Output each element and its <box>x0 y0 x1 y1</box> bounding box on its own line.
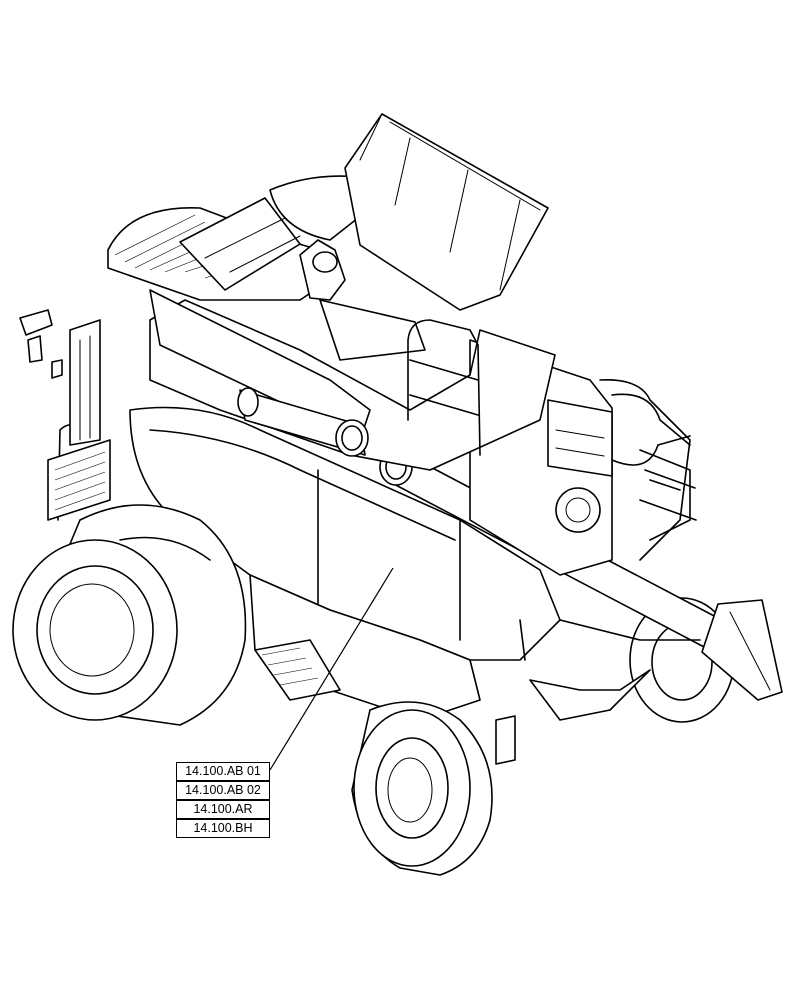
callout-reference-4[interactable]: 14.100.BH <box>176 819 270 838</box>
grain-tank <box>107 113 556 471</box>
railings <box>19 309 697 521</box>
callout-leader-line <box>269 567 394 771</box>
callout-reference-2[interactable]: 14.100.AB 02 <box>176 781 270 800</box>
callout-reference-1[interactable]: 14.100.AB 01 <box>176 762 270 781</box>
front-right-wheel <box>351 701 493 876</box>
callout-reference-3[interactable]: 14.100.AR <box>176 800 270 819</box>
front-left-wheel <box>12 504 247 726</box>
main-body <box>129 406 701 765</box>
